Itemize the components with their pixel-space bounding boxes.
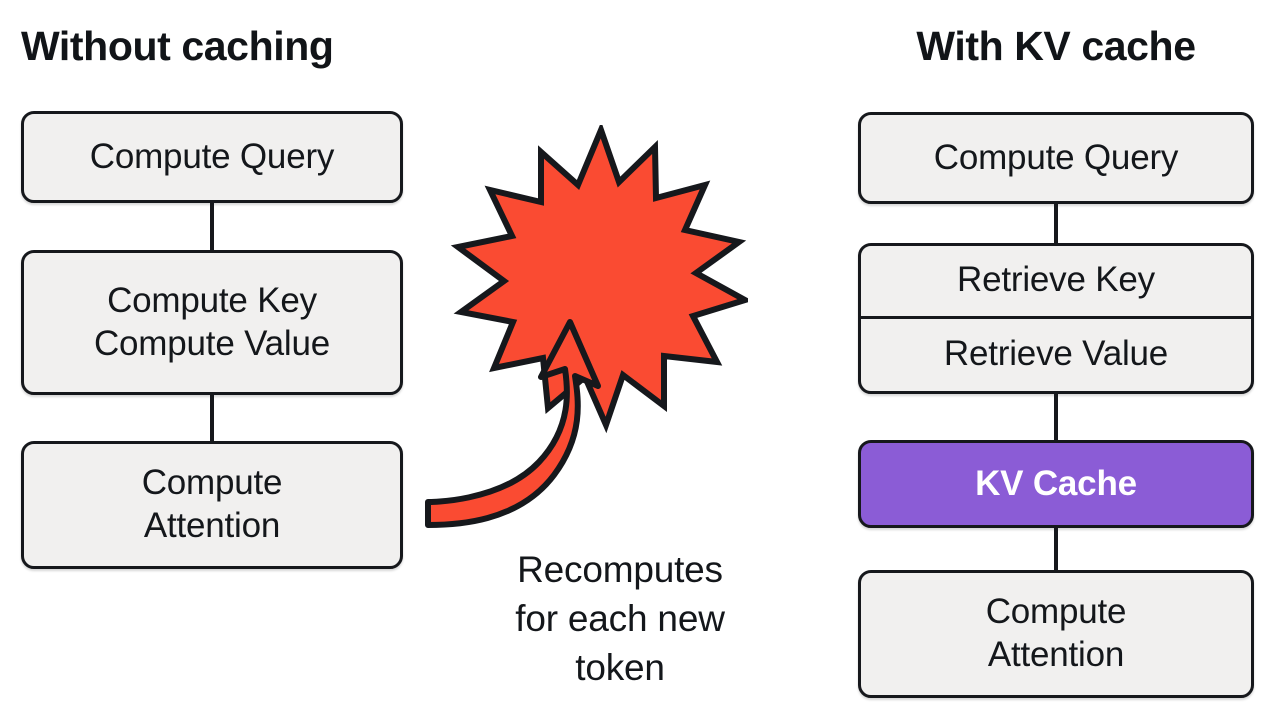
right-box-compute-query[interactable]: Compute Query <box>858 112 1254 204</box>
connector-right-3 <box>1054 528 1058 570</box>
left-box-compute-query[interactable]: Compute Query <box>21 111 403 203</box>
box-label-line-2: Compute Value <box>93 323 331 363</box>
box-label-line-2: Attention <box>987 635 1125 674</box>
left-column-title: Without caching <box>21 23 334 69</box>
right-box-compute-attention[interactable]: Compute Attention <box>858 570 1254 698</box>
retrieve-key-half[interactable]: Retrieve Key <box>861 246 1251 319</box>
box-label-line-1: Compute Key <box>107 280 317 320</box>
caption-line-3: token <box>575 647 665 689</box>
retrieve-value-half[interactable]: Retrieve Value <box>861 319 1251 392</box>
connector-right-2 <box>1054 394 1058 440</box>
box-label: Compute Query <box>933 137 1179 177</box>
explosion-starburst-icon <box>450 121 753 434</box>
box-label-line-2: Attention <box>143 506 281 545</box>
center-illustration <box>408 121 753 535</box>
right-column-title: With KV cache <box>916 23 1196 69</box>
right-box-kv-cache[interactable]: KV Cache <box>858 440 1254 528</box>
box-label: KV Cache <box>975 463 1137 503</box>
left-box-compute-attention[interactable]: Compute Attention <box>21 441 403 569</box>
connector-right-1 <box>1054 204 1058 243</box>
connector-left-1 <box>210 203 214 250</box>
box-label-line-1: Retrieve Key <box>957 260 1155 300</box>
box-label-line-1: Compute <box>985 592 1127 632</box>
box-label-line-2: Retrieve Value <box>943 334 1169 374</box>
box-label: Compute Query <box>89 136 335 176</box>
left-box-compute-key-value[interactable]: Compute Key Compute Value <box>21 250 403 395</box>
caption-line-1: Recomputes <box>517 549 723 590</box>
box-label-line-1: Compute <box>141 463 283 503</box>
caption-line-2: for each new <box>515 598 725 640</box>
connector-left-2 <box>210 395 214 441</box>
center-caption: Recomputes for each new token <box>448 545 792 693</box>
curved-up-arrow-icon <box>425 319 601 528</box>
right-box-retrieve-key-value[interactable]: Retrieve Key Retrieve Value <box>858 243 1254 394</box>
